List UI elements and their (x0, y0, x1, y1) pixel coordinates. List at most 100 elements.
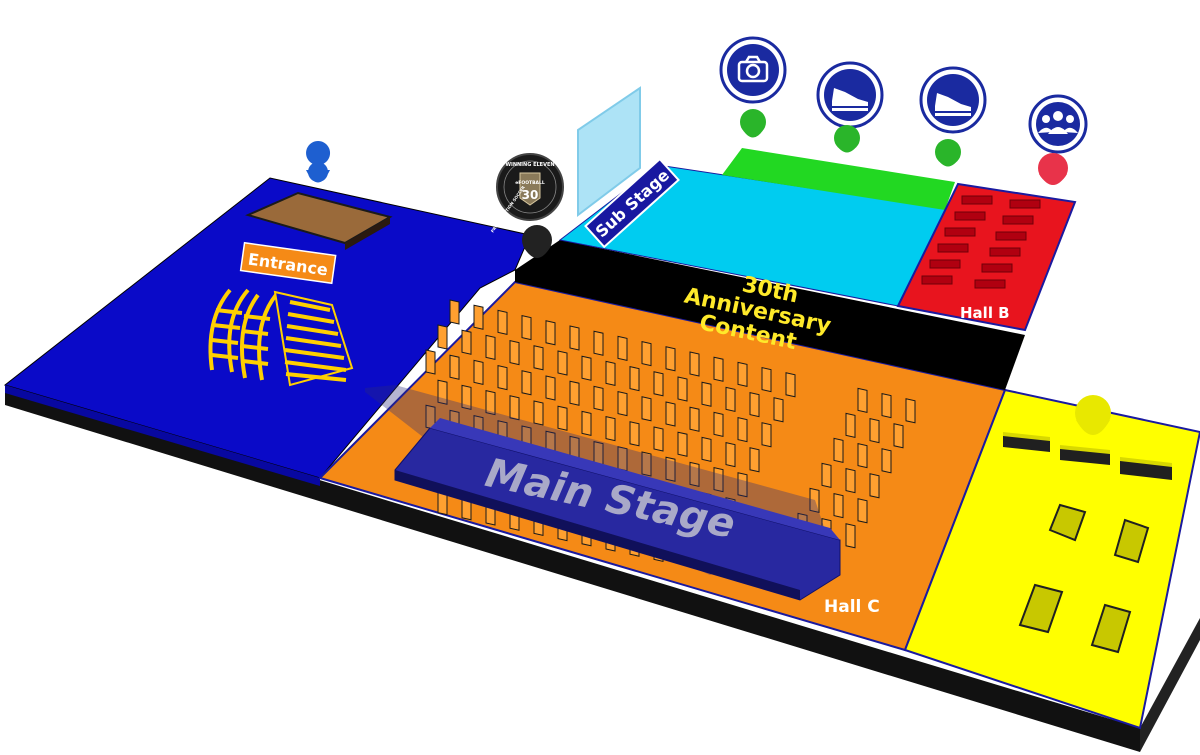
people-icon (1038, 111, 1078, 134)
shoe-marker-1[interactable] (816, 61, 884, 153)
seat (449, 354, 460, 380)
hall-c-label: Hall C (824, 597, 880, 617)
badge-pin[interactable] (522, 225, 552, 258)
seat (629, 365, 640, 392)
shoe-icon (832, 88, 868, 111)
seat (761, 366, 772, 393)
seat (773, 397, 784, 423)
seat (749, 447, 760, 473)
green-strip[interactable] (722, 148, 955, 210)
seat (845, 467, 856, 494)
seat (437, 379, 448, 405)
seat (689, 461, 700, 488)
seat (557, 350, 568, 376)
seat (677, 376, 688, 402)
seat (497, 309, 508, 336)
badge-number: 30 (522, 188, 539, 202)
entrance-pin[interactable] (306, 141, 331, 183)
seat (461, 329, 472, 355)
seat (629, 421, 640, 447)
shoe-marker-2[interactable] (919, 66, 987, 167)
seat (641, 340, 652, 367)
seat (749, 391, 760, 418)
seat (845, 412, 856, 439)
sub-stage-screen (577, 86, 641, 218)
seat (509, 339, 520, 366)
seat (545, 375, 556, 401)
seat (653, 426, 664, 452)
entrance-mat (245, 191, 393, 250)
seat (905, 398, 916, 424)
seat (713, 466, 724, 493)
seat (485, 389, 496, 416)
seat (581, 355, 592, 381)
seat (533, 400, 544, 426)
seat (581, 410, 592, 437)
seat (869, 417, 880, 444)
photo-spot-marker[interactable] (719, 36, 787, 138)
hall-b-booths (921, 195, 1041, 289)
seat (737, 472, 748, 498)
anniversary-band (515, 240, 1025, 390)
seat (485, 334, 496, 361)
seat (857, 442, 868, 469)
stairs (273, 290, 354, 387)
seat (605, 415, 616, 442)
seat (545, 320, 556, 346)
escalators (208, 288, 278, 381)
seat (533, 345, 544, 371)
seat (833, 492, 844, 519)
seat (605, 360, 616, 387)
seat (701, 436, 712, 463)
shoe-icon (935, 93, 971, 116)
seat (593, 330, 604, 356)
seat (569, 325, 580, 351)
seat (857, 498, 868, 524)
seat (713, 356, 724, 382)
efootball-badge: WINNING ELEVEN PRO EVOLUTION SOCCER eFOO… (490, 153, 564, 233)
seat (869, 473, 880, 499)
seat (653, 371, 664, 397)
seat (857, 387, 868, 414)
seat (437, 324, 448, 350)
seat (737, 361, 748, 388)
right-hall-booths (1003, 432, 1172, 654)
seat (845, 523, 856, 549)
seat (809, 487, 820, 514)
hall-b-label: Hall B (960, 304, 1010, 322)
seat (617, 335, 628, 362)
seat (521, 370, 532, 396)
seat (557, 405, 568, 431)
seat (641, 451, 652, 477)
seat (761, 422, 772, 448)
people-marker[interactable] (1028, 94, 1088, 185)
seat (665, 456, 676, 482)
seat (689, 406, 700, 432)
seat (473, 304, 484, 330)
seat (473, 359, 484, 386)
seat (677, 431, 688, 457)
seat (833, 437, 844, 464)
seat (665, 346, 676, 372)
main-stage[interactable]: Main Stage (365, 385, 841, 601)
seat (617, 390, 628, 417)
seat (449, 299, 460, 325)
yellow-hall-pin[interactable] (1075, 395, 1111, 435)
seat (425, 349, 436, 375)
seat (497, 364, 508, 391)
seat (881, 392, 892, 419)
seat (725, 386, 736, 413)
seat (821, 462, 832, 489)
seat (701, 381, 712, 407)
seat (893, 423, 904, 449)
seat (737, 416, 748, 443)
camera-icon (737, 55, 769, 83)
badge-top-text: WINNING ELEVEN (505, 162, 554, 168)
seat (725, 441, 736, 468)
seat (665, 401, 676, 427)
seat (509, 395, 520, 421)
seat (521, 314, 532, 341)
seat (641, 396, 652, 422)
